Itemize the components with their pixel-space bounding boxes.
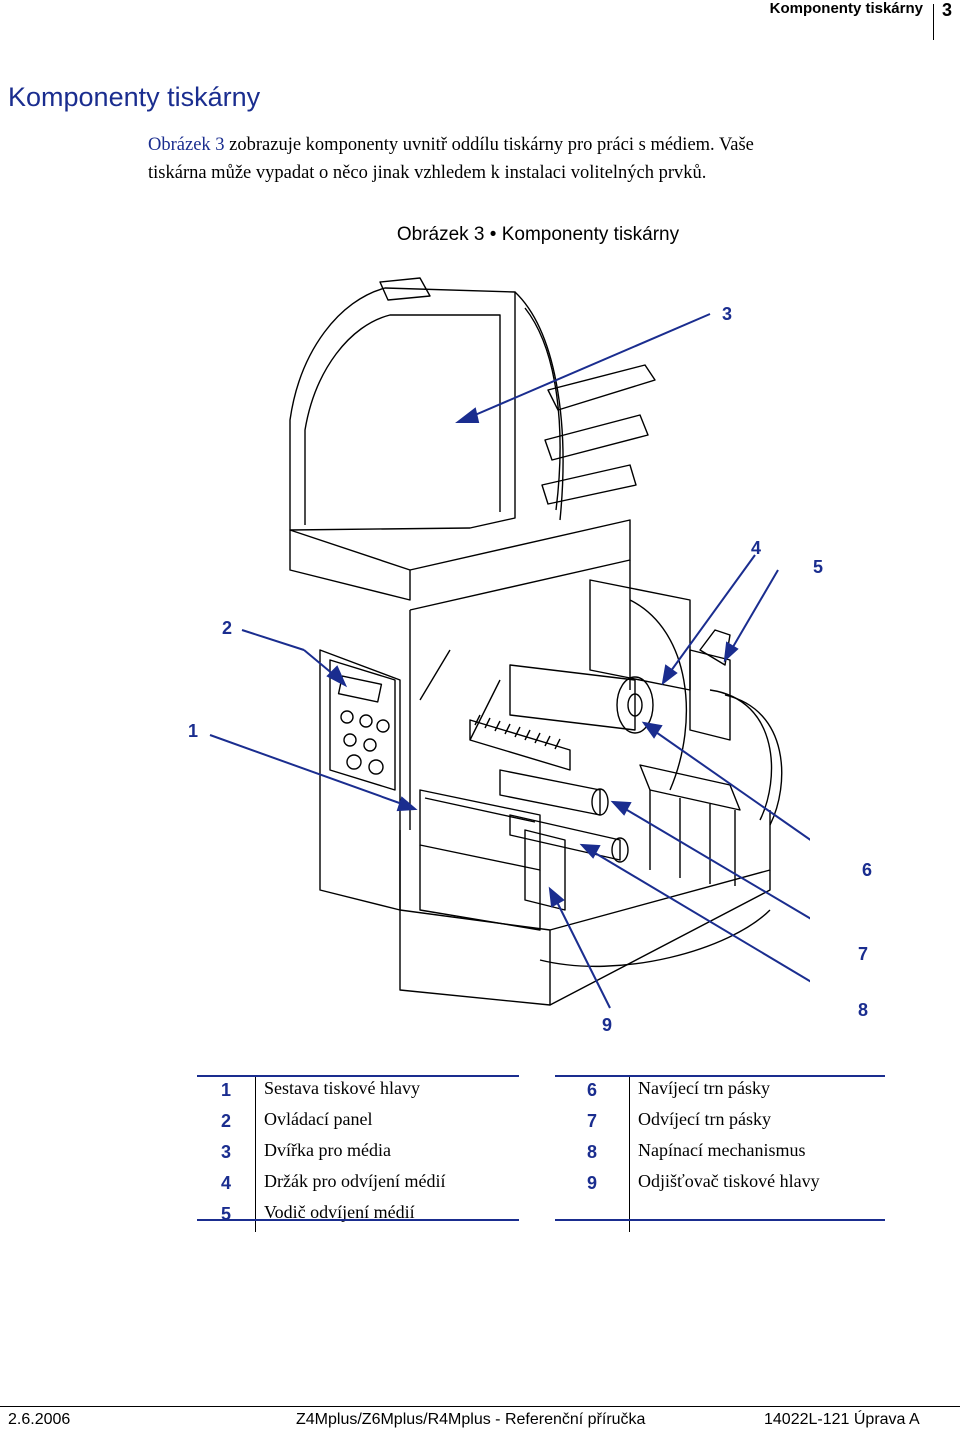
- callout-4: 4: [751, 538, 762, 558]
- legend-row: 4 Držák pro odvíjení médií: [197, 1170, 519, 1201]
- footer-date: 2.6.2006: [8, 1411, 71, 1428]
- legend-text: Sestava tiskové hlavy: [264, 1078, 420, 1098]
- legend-row: 6 Navíjecí trn pásky: [555, 1077, 885, 1108]
- legend-text-empty: [630, 1201, 886, 1232]
- legend-row: 5 Vodič odvíjení médií: [197, 1201, 519, 1232]
- legend-row: [555, 1201, 885, 1232]
- callout-6: 6: [862, 860, 873, 880]
- callout-5: 5: [813, 557, 824, 577]
- legend-number: 3: [197, 1139, 256, 1170]
- printer-components-illustration: [209, 277, 810, 1009]
- legend-left-top-rule: [197, 1075, 519, 1077]
- legend-text: Ovládací panel: [264, 1109, 373, 1129]
- callout-9: 9: [602, 1015, 613, 1035]
- legend-number: 6: [555, 1077, 630, 1108]
- legend-number: 4: [197, 1170, 256, 1201]
- callout-1: 1: [188, 721, 199, 741]
- running-header-title: Komponenty tiskárny: [769, 0, 923, 17]
- legend-text: Držák pro odvíjení médií: [264, 1171, 446, 1191]
- footer-manual-title: Z4Mplus/Z6Mplus/R4Mplus - Referenční pří…: [296, 1411, 646, 1428]
- legend-row: 2 Ovládací panel: [197, 1108, 519, 1139]
- legend-text: Vodič odvíjení médií: [264, 1202, 415, 1222]
- page-number: 3: [942, 0, 953, 20]
- legend-text: Odjišťovač tiskové hlavy: [638, 1171, 820, 1191]
- legend-number: 2: [197, 1108, 256, 1139]
- legend-number-empty: [555, 1201, 630, 1232]
- legend-left-bottom-rule: [197, 1219, 519, 1221]
- legend-text: Odvíjecí trn pásky: [638, 1109, 771, 1129]
- legend-row: 8 Napínací mechanismus: [555, 1139, 885, 1170]
- legend-row: 7 Odvíjecí trn pásky: [555, 1108, 885, 1139]
- callout-3: 3: [722, 304, 733, 324]
- legend-number: 9: [555, 1170, 630, 1201]
- footer-doc-id: 14022L-121 Úprava A: [764, 1411, 920, 1428]
- footer-rule: [0, 1406, 960, 1407]
- legend-left: 1 Sestava tiskové hlavy 2 Ovládací panel 3…: [197, 1077, 519, 1232]
- legend-number: 7: [555, 1108, 630, 1139]
- legend-right-bottom-rule: [555, 1219, 885, 1221]
- legend-number: 5: [197, 1201, 256, 1232]
- callout-7: 7: [858, 944, 869, 964]
- callout-8: 8: [858, 1000, 869, 1020]
- header-divider: [933, 4, 934, 40]
- intro-paragraph: Obrázek 3 zobrazuje komponenty uvnitř od…: [148, 131, 768, 187]
- legend-row: 1 Sestava tiskové hlavy: [197, 1077, 519, 1108]
- callout-2: 2: [222, 618, 233, 638]
- intro-body-text: zobrazuje komponenty uvnitř oddílu tiská…: [148, 135, 754, 183]
- legend-row: 9 Odjišťovač tiskové hlavy: [555, 1170, 885, 1201]
- legend-number: 1: [197, 1077, 256, 1108]
- figure-reference-link[interactable]: Obrázek 3: [148, 135, 225, 155]
- legend-text: Navíjecí trn pásky: [638, 1078, 770, 1098]
- section-title: Komponenty tiskárny: [8, 82, 261, 112]
- legend-right-top-rule: [555, 1075, 885, 1077]
- legend-text: Dvířka pro média: [264, 1140, 391, 1160]
- legend-number: 8: [555, 1139, 630, 1170]
- figure-caption: Obrázek 3 • Komponenty tiskárny: [396, 224, 680, 245]
- legend-row: 3 Dvířka pro média: [197, 1139, 519, 1170]
- legend-text: Napínací mechanismus: [638, 1140, 806, 1160]
